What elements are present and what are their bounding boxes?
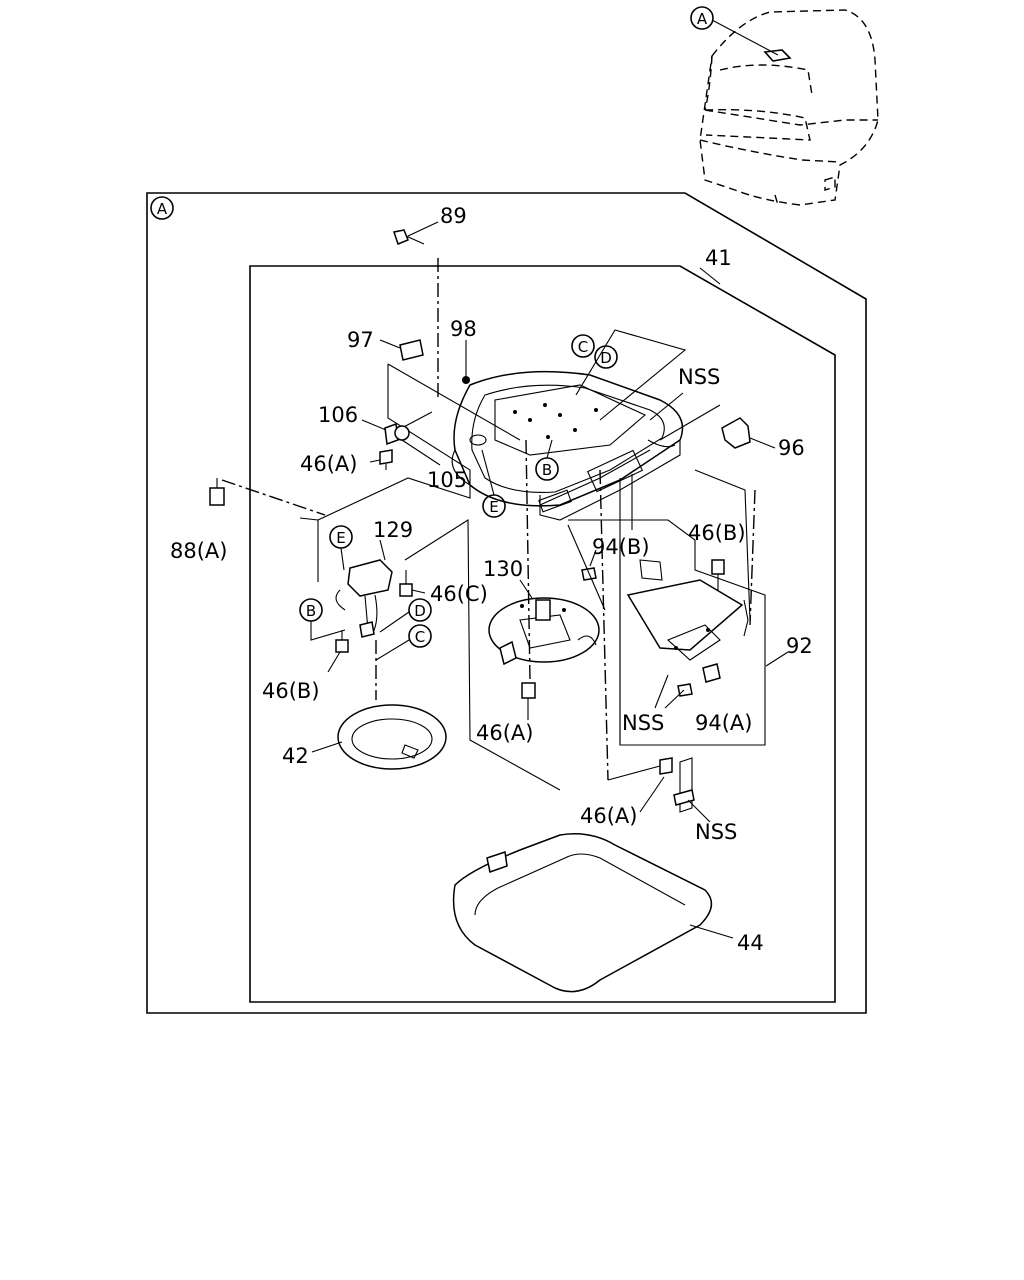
callout-e-mid: E <box>482 494 506 518</box>
svg-text:C: C <box>415 628 425 646</box>
ref-a-frame-callout: A <box>150 196 174 220</box>
nut-98 <box>462 340 470 384</box>
clip-94a <box>702 663 721 683</box>
callout-b-left: B <box>299 598 323 622</box>
svg-text:B: B <box>306 602 316 620</box>
label-98: 98 <box>450 317 477 341</box>
outer-frame-a <box>146 192 867 1014</box>
svg-text:A: A <box>697 10 708 28</box>
label-42: 42 <box>282 744 309 768</box>
label-41: 41 <box>705 246 732 270</box>
clip-97 <box>379 339 424 361</box>
label-105: 105 <box>427 468 467 492</box>
bracket-96 <box>721 417 776 449</box>
label-46a-1: 46(A) <box>300 452 357 476</box>
label-89: 89 <box>440 204 467 228</box>
svg-text:E: E <box>336 529 345 547</box>
label-46b-right: 46(B) <box>688 521 746 545</box>
callout-c-left: C <box>408 624 432 648</box>
svg-text:B: B <box>542 461 552 479</box>
label-nss-3: NSS <box>695 820 737 844</box>
label-88a: 88(A) <box>170 539 227 563</box>
lens-ring-42 <box>311 704 447 770</box>
label-97: 97 <box>347 328 374 352</box>
ref-a-top-callout: A <box>690 6 714 30</box>
screw-89 <box>393 221 439 400</box>
lens-cover-44 <box>452 833 734 993</box>
label-94a: 94(A) <box>695 711 752 735</box>
cab-overview-illustration <box>699 9 879 206</box>
label-46b-left: 46(B) <box>262 679 320 703</box>
label-96: 96 <box>778 436 805 460</box>
svg-text:E: E <box>489 498 498 516</box>
label-106: 106 <box>318 403 358 427</box>
label-44: 44 <box>737 931 764 955</box>
label-130: 130 <box>483 557 523 581</box>
bracket-105 <box>394 425 441 466</box>
bolt-46c <box>399 570 426 597</box>
label-94b: 94(B) <box>592 535 650 559</box>
label-46a-3: 46(A) <box>580 804 637 828</box>
label-92: 92 <box>786 634 813 658</box>
switch-129 <box>335 539 393 638</box>
bolt-46b-left <box>327 630 349 673</box>
label-129: 129 <box>373 518 413 542</box>
bracket-92 <box>626 559 744 661</box>
inner-frame-41 <box>249 265 836 1003</box>
bolt-88a <box>209 478 326 516</box>
bolt-46a-left <box>369 449 393 470</box>
bolt-46a-center <box>521 682 536 720</box>
svg-text:C: C <box>578 338 588 356</box>
label-nss-2: NSS <box>622 711 664 735</box>
overhead-console-assembly <box>451 370 684 521</box>
callout-e-left: E <box>329 525 353 549</box>
callout-d-top: D <box>594 345 618 369</box>
lamp-bracket-130 <box>488 597 600 666</box>
svg-text:A: A <box>157 200 168 218</box>
label-46c: 46(C) <box>430 582 488 606</box>
label-46a-2: 46(A) <box>476 721 533 745</box>
label-nss-1: NSS <box>678 365 720 389</box>
svg-text:D: D <box>600 349 612 367</box>
svg-text:D: D <box>414 602 426 620</box>
callout-c-top: C <box>571 334 595 358</box>
callout-d-left: D <box>408 598 432 622</box>
